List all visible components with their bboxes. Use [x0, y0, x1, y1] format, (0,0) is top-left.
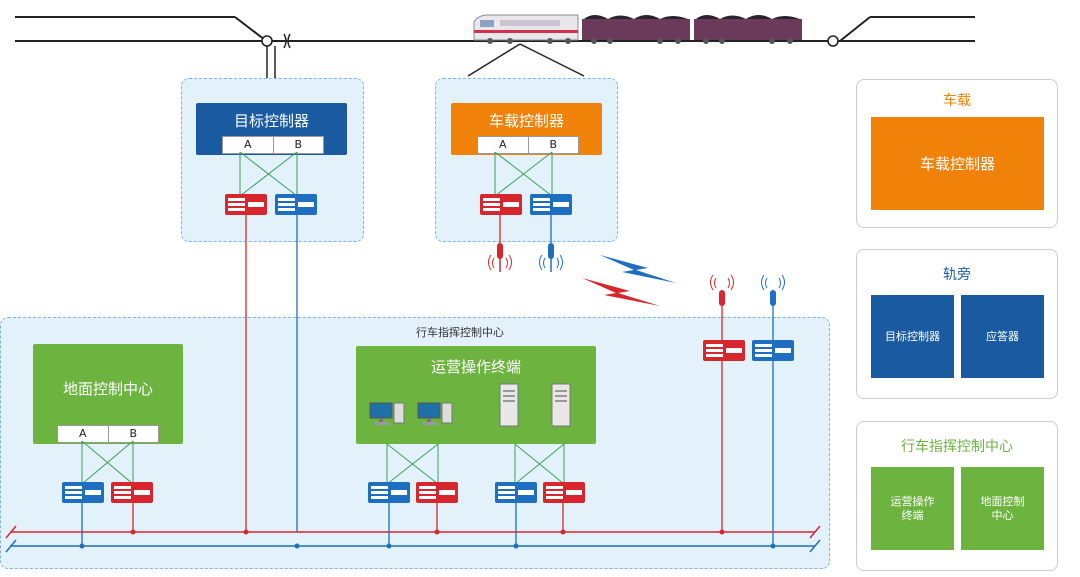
ground-a-label: A: [78, 427, 87, 440]
legend-vehicle-title: 车载: [943, 93, 971, 109]
legend-vehicle: 车载 车载控制器: [856, 79, 1058, 228]
legend-trackside: 轨旁 目标控制器 应答器: [856, 249, 1058, 399]
legend-transponder: 应答器: [961, 295, 1044, 378]
legend-onboard-controller: 车载控制器: [871, 117, 1044, 210]
legend-ground-control: 地面控制 中心: [961, 467, 1044, 550]
onboard-controller-ab: A B: [477, 136, 579, 154]
ground-b-label: B: [107, 426, 159, 442]
target-a-label: A: [243, 138, 252, 151]
legend-ops-terminal: 运营操作 终端: [871, 467, 954, 550]
ground-control-title: 地面控制中心: [62, 380, 153, 398]
target-controller-title: 目标控制器: [233, 112, 309, 130]
onboard-a-label: A: [498, 138, 507, 151]
onboard-controller-title: 车载控制器: [488, 112, 564, 130]
onboard-b-label: B: [527, 137, 579, 153]
dispatch-center-title: 行车指挥控制中心: [416, 326, 504, 339]
train-icon: [473, 14, 802, 44]
legend-center: 行车指挥控制中心 运营操作 终端 地面控制 中心: [856, 421, 1058, 571]
legend-target-controller: 目标控制器: [871, 295, 954, 378]
target-b-label: B: [272, 137, 324, 153]
target-controller-ab: A B: [222, 136, 324, 154]
legend-center-title: 行车指挥控制中心: [901, 439, 1013, 455]
ground-control-ab: A B: [57, 425, 159, 443]
ops-terminal-title: 运营操作终端: [430, 358, 521, 376]
legend-trackside-title: 轨旁: [943, 267, 971, 283]
